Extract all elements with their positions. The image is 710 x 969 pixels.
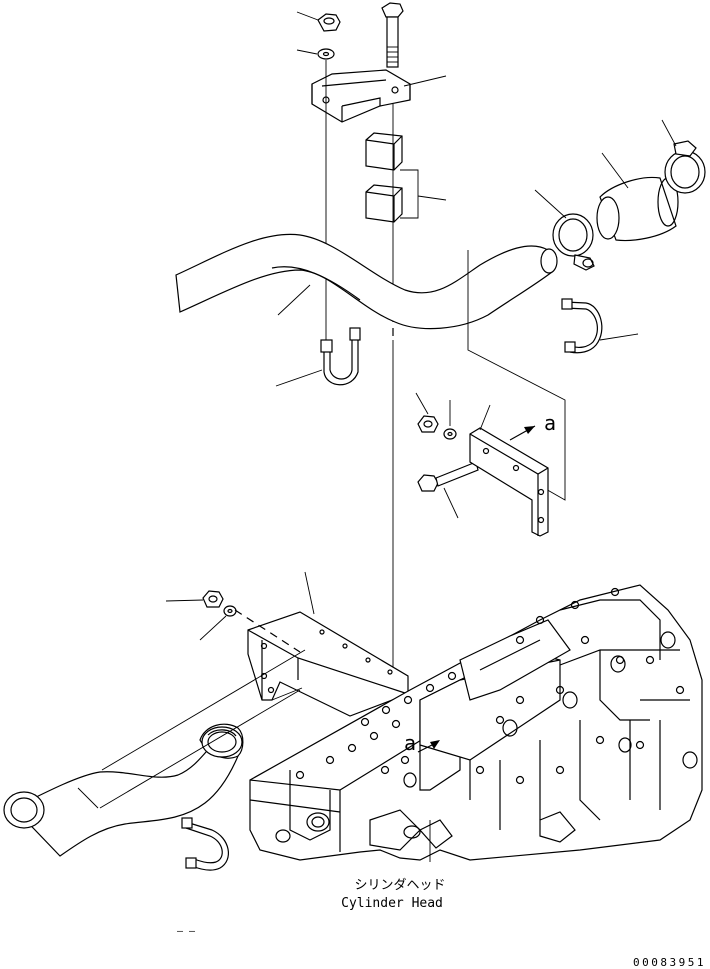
leader-nut-mid [415,392,429,415]
leader-hose [601,152,629,189]
view-arrow-lower [417,740,440,753]
leader-bracket-lower [304,571,315,615]
pipe-upper [175,233,558,330]
u-bolt-upper-right [561,298,603,354]
leader-spacer-blocks [400,169,447,219]
washer-lower [223,605,237,617]
leader-washer-top [296,49,318,55]
pipe-lower [3,723,244,857]
flange-nut-mid [417,415,439,433]
view-arrow-upper [509,425,536,441]
leader-washer-lower [199,615,227,641]
leader-bolt-mid [443,487,459,519]
bracket-mid [469,427,549,537]
drawing-number: 00083951 [633,956,706,969]
small-mark: – — [177,926,196,937]
flange-nut-top [317,13,341,32]
leader-pipe-upper [277,284,311,316]
leader-nut-top [296,11,319,21]
u-bolt-upper-left [320,327,361,386]
leader-u-bolt-upper-left [275,369,323,387]
leader-bracket-mid [479,404,491,431]
leader-bracket-upper [403,75,447,87]
spacer-block-1 [365,132,403,171]
washer-top [317,48,335,60]
spacer-block-2 [365,184,403,223]
view-mark-lower: a [404,731,416,755]
u-bolt-lower [181,817,229,871]
cylinder-head [249,584,703,861]
bolt-mid [417,461,479,492]
caption-english: Cylinder Head [341,896,443,911]
rubber-hose [596,176,679,242]
view-mark-upper: a [544,411,556,435]
bracket-upper [311,69,411,123]
hose-clamp-2 [664,140,706,194]
leader-clamp-1 [534,189,567,219]
bolt-top [381,2,404,68]
view-plane-lower [99,649,306,809]
flange-nut-lower [202,590,224,608]
hose-clamp-1 [552,213,595,271]
leader-u-bolt-upper-right [599,333,639,341]
washer-mid [443,428,457,440]
caption-japanese: シリンダヘッド [354,878,445,893]
bracket-lower [247,611,409,717]
leader-clamp-2 [661,119,677,147]
leader-pipe-lower [77,787,99,809]
view-plane-upper [467,250,566,501]
leader-nut-lower [165,599,204,602]
